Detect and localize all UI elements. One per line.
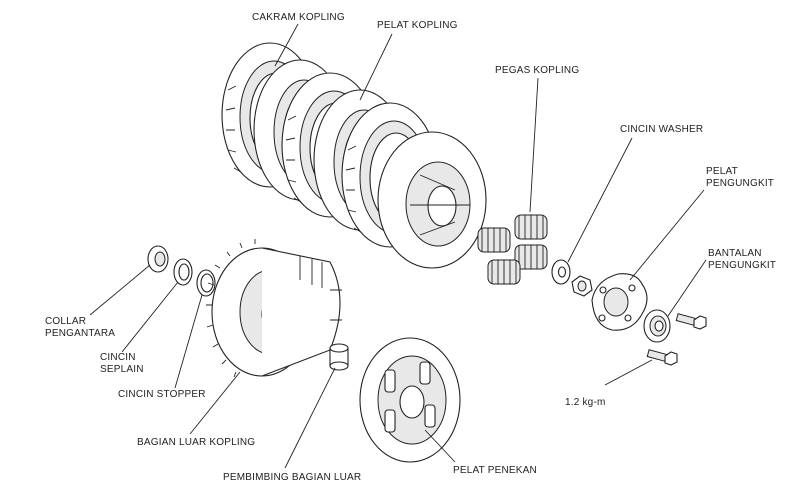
label-bantalan-pengungkit-line2: PENGUNGKIT [708, 260, 777, 271]
cincin-stopper-part [196, 269, 216, 297]
spring-2 [477, 227, 511, 253]
label-cincin-seplain-line2: SEPLAIN [100, 364, 144, 375]
bolt-upper [675, 313, 707, 330]
spring-1 [514, 214, 548, 240]
label-pelat-pengungkit-line1: PELAT [706, 166, 738, 177]
pelat-penekan-part [359, 337, 461, 463]
label-pegas-kopling: PEGAS KOPLING [495, 65, 580, 76]
label-pelat-kopling: PELAT KOPLING [377, 20, 458, 31]
spring-4 [487, 259, 521, 285]
label-bantalan-pengungkit-line1: BANTALAN [708, 248, 762, 259]
bagian-luar-kopling-part [206, 239, 342, 378]
leader-lines [89, 23, 707, 469]
pembimbing-bagian-luar-part [329, 343, 349, 371]
spring-3 [514, 244, 548, 270]
label-cakram-kopling: CAKRAM KOPLING [252, 12, 345, 23]
label-cincin-seplain-line1: CINCIN [100, 352, 136, 363]
clutch-springs [477, 214, 548, 285]
label-pelat-pengungkit-line2: PENGUNGKIT [706, 178, 775, 189]
label-pembimbing-bagian-luar: PEMBIMBING BAGIAN LUAR [223, 472, 362, 483]
collar-pengantara-part [147, 245, 169, 273]
clutch-plate-stack [221, 42, 487, 269]
bolt-lower [646, 349, 678, 366]
label-collar-pengantara-line2: PENGANTARA [45, 328, 116, 339]
label-bagian-luar-kopling: BAGIAN LUAR KOPLING [137, 437, 256, 448]
label-cincin-stopper: CINCIN STOPPER [118, 389, 206, 400]
lock-nut-part [571, 275, 593, 297]
cincin-seplain-part [173, 258, 193, 286]
clutch-center-hub [377, 131, 487, 269]
label-pelat-penekan: PELAT PENEKAN [453, 465, 537, 476]
bantalan-pengungkit-part [643, 309, 671, 343]
label-collar-pengantara-line1: COLLAR [45, 316, 87, 327]
cincin-washer-part [551, 259, 571, 285]
label-torque: 1.2 kg-m [565, 397, 606, 408]
label-cincin-washer: CINCIN WASHER [620, 124, 704, 135]
pelat-pengungkit-part [591, 273, 648, 331]
